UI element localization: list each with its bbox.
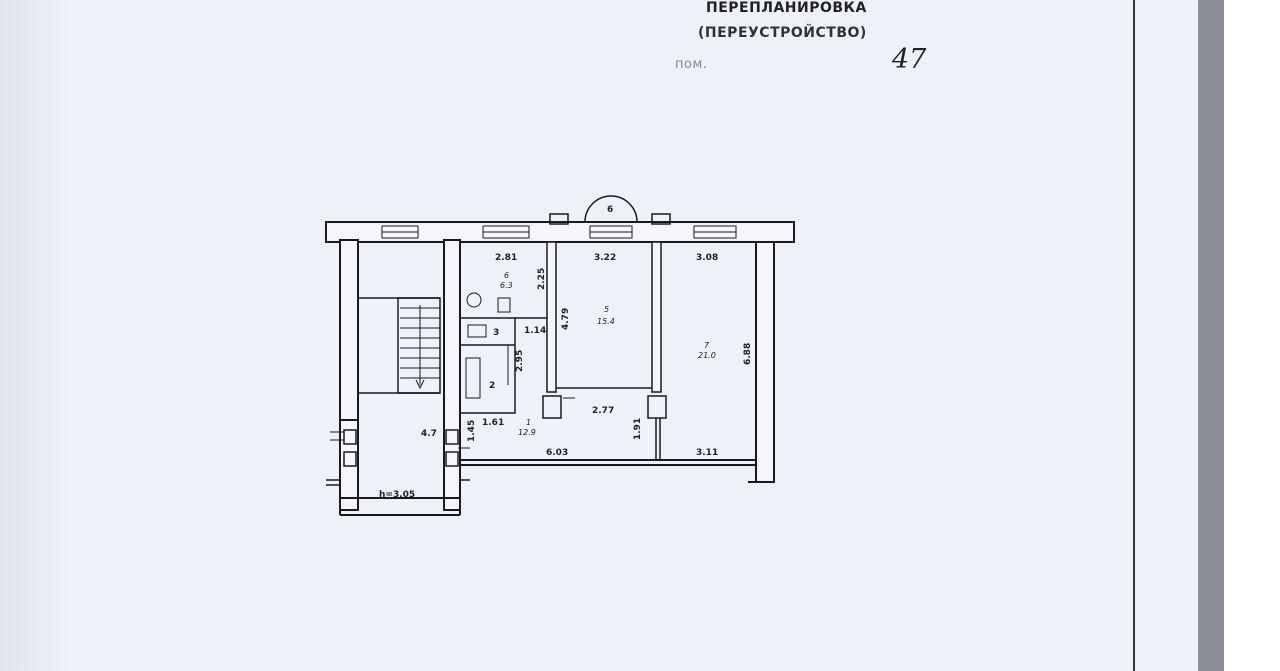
- room-6-number: 6: [504, 271, 509, 280]
- stamp-subtitle: (ПЕРЕУСТРОЙСТВО): [698, 25, 867, 41]
- stairwell-wall-right: [443, 239, 461, 511]
- dim-4-7: 4.7: [421, 429, 437, 439]
- dim-4-79: 4.79: [561, 308, 571, 330]
- height-label: h=3.05: [379, 490, 415, 500]
- paper-sheet: [0, 0, 1225, 671]
- outer-wall-right: [755, 241, 775, 483]
- room-7-number: 7: [704, 341, 710, 350]
- dim-2-25: 2.25: [537, 268, 547, 290]
- stair-flight: [397, 297, 441, 394]
- room-3-number: 3: [493, 328, 499, 338]
- wall-room5-room7: [651, 241, 662, 393]
- room-5-area: 15.4: [597, 317, 615, 326]
- stairwell-wall-left: [339, 239, 359, 421]
- bathroom-block: [459, 317, 516, 414]
- stamp-title: ПЕРЕПЛАНИРОВКА: [706, 0, 867, 16]
- dim-2-95: 2.95: [515, 350, 525, 372]
- room-5-number: 5: [604, 305, 609, 314]
- dim-2-81: 2.81: [495, 253, 517, 263]
- dim-1-45: 1.45: [467, 420, 477, 442]
- room-1-number: 1: [526, 418, 531, 427]
- stamp-faint-line: пом.: [675, 57, 708, 72]
- dim-6-88: 6.88: [743, 343, 753, 365]
- balcony-bay: [584, 195, 638, 223]
- handwritten-number: 47: [892, 44, 927, 75]
- room-6-area: 6.3: [500, 281, 513, 290]
- scanner-edge: [1198, 0, 1224, 671]
- room-7-area: 21.0: [698, 351, 716, 360]
- wall-kitchen-room5: [546, 241, 557, 393]
- drawing-frame-line: [1133, 0, 1135, 671]
- balcony-number: 6: [607, 205, 613, 215]
- dim-1-91: 1.91: [633, 418, 643, 440]
- dim-1-61: 1.61: [482, 418, 504, 428]
- dim-3-08: 3.08: [696, 253, 718, 263]
- dim-2-77: 2.77: [592, 406, 614, 416]
- dim-6-03: 6.03: [546, 448, 568, 458]
- dim-1-14: 1.14: [524, 326, 546, 336]
- room-1-area: 12.9: [518, 428, 536, 437]
- scan-margin: [1224, 0, 1280, 671]
- sheet-shadow: [0, 0, 70, 671]
- room-2-number: 2: [489, 381, 495, 391]
- outer-wall-top: [325, 221, 795, 243]
- dim-3-22: 3.22: [594, 253, 616, 263]
- dim-3-11: 3.11: [696, 448, 718, 458]
